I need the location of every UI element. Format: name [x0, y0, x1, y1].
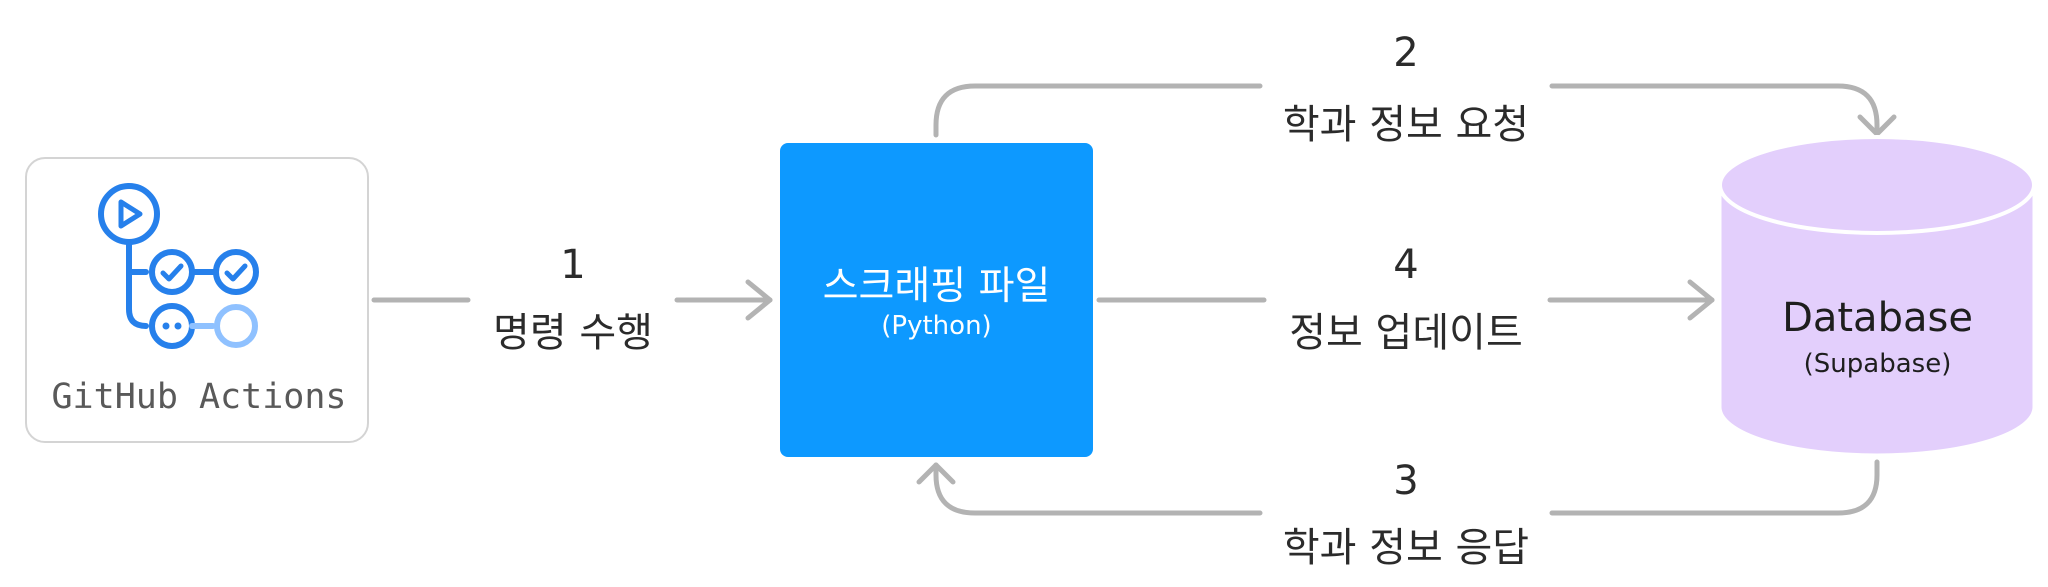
edge-1-connector — [371, 279, 773, 321]
edge-4-number: 4 — [1393, 242, 1419, 288]
edge-3-number: 3 — [1393, 458, 1419, 504]
edge-2-arrowhead — [1857, 114, 1897, 137]
github-actions-node: GitHub Actions — [25, 157, 369, 443]
edge-1-arrowhead — [745, 279, 773, 321]
edge-3-connector — [916, 459, 1880, 516]
edge-4-arrowhead — [1687, 279, 1715, 321]
edge-4-label: 정보 업데이트 — [1289, 310, 1523, 356]
database-subtitle: (Supabase) — [1803, 349, 1952, 379]
edge-2-number: 2 — [1393, 30, 1419, 76]
scraper-subtitle: (Python) — [881, 311, 992, 341]
github-actions-workflow-icon — [98, 183, 259, 349]
edge-4-connector — [1096, 279, 1715, 321]
scraper-title: 스크래핑 파일 — [822, 264, 1051, 309]
edge-1-number: 1 — [560, 242, 586, 288]
edge-2-label: 학과 정보 요청 — [1282, 102, 1530, 148]
database-cylinder — [1718, 135, 2036, 457]
edge-3-label: 학과 정보 응답 — [1282, 525, 1530, 571]
database-title: Database — [1782, 295, 1973, 341]
edge-1-label: 명령 수행 — [493, 310, 653, 356]
edge-3-arrowhead — [916, 462, 956, 485]
github-actions-label: GitHub Actions — [51, 377, 347, 417]
scraper-node: 스크래핑 파일 (Python) — [780, 143, 1093, 457]
edge-2-connector — [933, 83, 1897, 138]
